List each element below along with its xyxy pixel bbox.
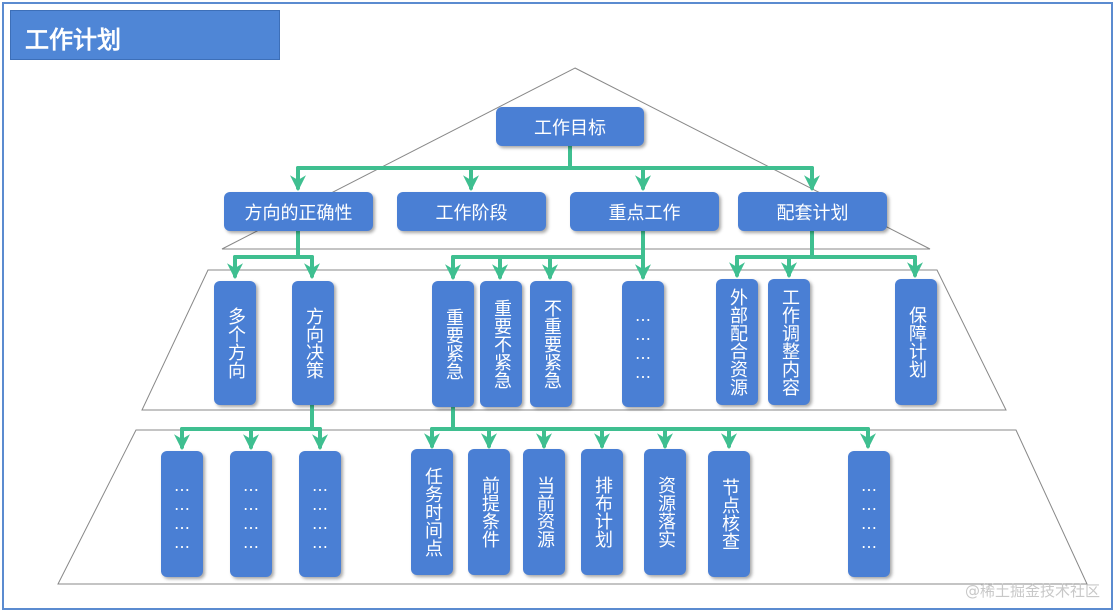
page-title: 工作计划 [25, 26, 121, 54]
pyramid-top-triangle [221, 67, 931, 250]
node-task-timepoint[interactable]: 任务时间点 [411, 449, 453, 575]
node-resource-implementation[interactable]: 资源落实 [644, 449, 686, 575]
node-work-adjustment[interactable]: 工作调整内容 [768, 279, 810, 405]
node-work-stage[interactable]: 工作阶段 [397, 192, 546, 231]
node-direction-decision[interactable]: 方向决策 [292, 281, 334, 405]
node-important-urgent[interactable]: 重要紧急 [432, 281, 474, 407]
node-guarantee-plan[interactable]: 保障计划 [895, 279, 937, 405]
title-bar: 工作计划 [10, 10, 280, 60]
node-milestone-check[interactable]: 节点核查 [708, 451, 750, 577]
node-important-not-urgent[interactable]: 重要不紧急 [480, 281, 522, 407]
node-current-resources[interactable]: 当前资源 [523, 449, 565, 575]
node-direction-correctness[interactable]: 方向的正确性 [224, 192, 373, 231]
root-node-work-goal[interactable]: 工作目标 [496, 107, 644, 146]
node-not-important-urgent[interactable]: 不重要紧急 [530, 281, 572, 407]
node-ellipsis-key-work[interactable]: … … … … [622, 281, 664, 407]
node-ellipsis-3[interactable]: … … … … [299, 451, 341, 577]
node-arrange-plan[interactable]: 排布计划 [581, 449, 623, 575]
node-ellipsis-2[interactable]: … … … … [230, 451, 272, 577]
node-key-work[interactable]: 重点工作 [570, 192, 719, 231]
node-multiple-directions[interactable]: 多个方向 [214, 281, 256, 405]
node-external-resources[interactable]: 外部配合资源 [716, 279, 758, 405]
watermark: @稀土掘金技术社区 [964, 582, 1100, 600]
node-ellipsis-1[interactable]: … … … … [161, 451, 203, 577]
pyramid-middle-trapezoid [141, 269, 1007, 411]
node-ellipsis-4[interactable]: … … … … [848, 451, 890, 577]
node-prerequisites[interactable]: 前提条件 [468, 449, 510, 575]
node-supporting-plan[interactable]: 配套计划 [738, 192, 887, 231]
